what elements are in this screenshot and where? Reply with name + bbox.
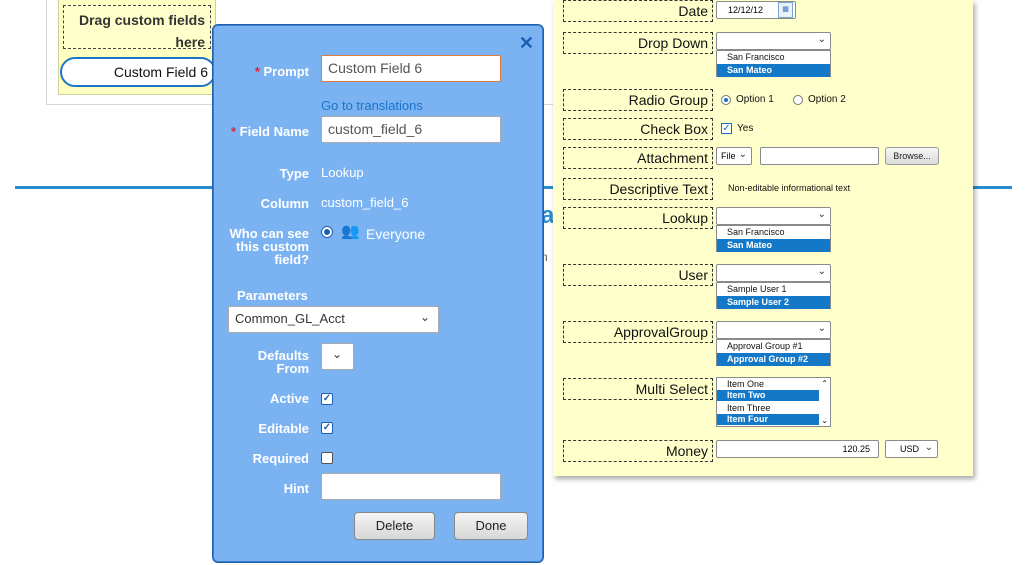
everyone-radio[interactable] [321, 226, 333, 238]
attachment-file-input[interactable] [760, 147, 879, 165]
drop-down-label: Drop Down [563, 32, 713, 54]
active-checkbox[interactable]: ✓ [321, 393, 333, 405]
radio-option-1[interactable] [721, 95, 731, 105]
list-item[interactable]: San Mateo [717, 239, 830, 252]
approval-group-label: ApprovalGroup [563, 321, 713, 343]
active-label: Active [270, 392, 309, 405]
list-item[interactable]: Sample User 1 [717, 283, 830, 296]
parameters-value: Common_GL_Acct [235, 311, 345, 326]
users-icon: 👥 [341, 222, 360, 240]
radio-dot [324, 229, 330, 235]
check-box-yes[interactable]: ✓ [721, 123, 732, 134]
date-input[interactable]: 12/12/12 ▦ [716, 1, 796, 19]
chevron-down-icon: ⌄ [818, 209, 826, 220]
money-label: Money [563, 440, 713, 462]
delete-button[interactable]: Delete [354, 512, 435, 540]
radio-option-2[interactable] [793, 95, 803, 105]
browse-button[interactable]: Browse... [885, 147, 939, 165]
check-box-yes-label: Yes [737, 123, 753, 134]
money-input[interactable]: 120.25 [716, 440, 879, 458]
multi-select-list[interactable]: Item One Item Two Item Three Item Four ⌃… [716, 377, 831, 427]
custom-field-chip[interactable]: Custom Field 6 [60, 57, 216, 87]
type-label: Type [280, 167, 309, 180]
translations-link[interactable]: Go to translations [321, 98, 423, 113]
list-item[interactable]: Item Two [717, 390, 819, 401]
field-name-label: * Field Name [231, 125, 309, 138]
calendar-icon[interactable]: ▦ [778, 2, 793, 18]
date-value: 12/12/12 [728, 5, 763, 15]
list-item[interactable]: San Francisco [717, 51, 830, 64]
scroll-up-icon[interactable]: ⌃ [821, 379, 828, 388]
list-item[interactable]: Approval Group #1 [717, 340, 830, 353]
hint-input[interactable] [321, 473, 501, 500]
field-name-label-text: Field Name [240, 124, 309, 139]
list-item[interactable]: Item Four [717, 414, 819, 425]
descriptive-text-label: Descriptive Text [563, 178, 713, 200]
date-label: Date [563, 0, 713, 22]
chevron-down-icon: ⌄ [818, 266, 826, 277]
editable-checkbox[interactable]: ✓ [321, 422, 333, 434]
list-item[interactable]: San Francisco [717, 226, 830, 239]
list-item[interactable]: Sample User 2 [717, 296, 830, 309]
hint-label: Hint [284, 482, 309, 495]
column-value: custom_field_6 [321, 195, 408, 210]
column-label: Column [261, 197, 309, 210]
multi-select-label: Multi Select [563, 378, 713, 400]
defaults-from-label: Defaults From [239, 349, 309, 375]
chevron-down-icon: ⌄ [739, 149, 747, 160]
required-label: Required [253, 452, 309, 465]
editable-label: Editable [258, 422, 309, 435]
chevron-down-icon: ⌄ [818, 323, 826, 334]
lookup-label: Lookup [563, 207, 713, 229]
prompt-label-text: Prompt [264, 64, 310, 79]
prompt-label: * Prompt [255, 65, 309, 78]
field-name-input[interactable]: custom_field_6 [321, 116, 501, 143]
drop-down-options[interactable]: San Francisco San Mateo [716, 50, 831, 77]
attachment-type-value: File [721, 151, 736, 161]
who-can-see-label: Who can see this custom field? [219, 227, 309, 266]
prompt-input[interactable]: Custom Field 6 [321, 55, 501, 82]
list-item[interactable]: Approval Group #2 [717, 353, 830, 366]
list-item[interactable]: San Mateo [717, 64, 830, 77]
user-select[interactable]: ⌄ [716, 264, 831, 282]
required-checkbox[interactable] [321, 452, 333, 464]
parameters-select[interactable]: Common_GL_Acct ⌄ [228, 306, 439, 333]
lookup-options[interactable]: San Francisco San Mateo [716, 225, 831, 252]
chevron-down-icon: ⌄ [925, 442, 933, 453]
required-marker: * [231, 124, 236, 139]
scroll-down-icon[interactable]: ⌄ [821, 416, 828, 425]
chevron-down-icon: ⌄ [420, 310, 430, 324]
chevron-down-icon: ⌄ [818, 34, 826, 45]
required-marker: * [255, 64, 260, 79]
radio-option-2-label: Option 2 [808, 94, 846, 105]
check-box-label: Check Box [563, 118, 713, 140]
close-icon[interactable]: ✕ [519, 33, 534, 54]
approval-group-options[interactable]: Approval Group #1 Approval Group #2 [716, 339, 831, 366]
everyone-label: Everyone [366, 226, 425, 242]
type-value: Lookup [321, 165, 364, 180]
done-button[interactable]: Done [454, 512, 528, 540]
user-label: User [563, 264, 713, 286]
drop-down-select[interactable]: ⌄ [716, 32, 831, 50]
form-preview: Date 12/12/12 ▦ Drop Down ⌄ San Francisc… [553, 0, 973, 476]
approval-group-select[interactable]: ⌄ [716, 321, 831, 339]
descriptive-text-value: Non-editable informational text [728, 183, 850, 193]
currency-select[interactable]: USD ⌄ [885, 440, 938, 458]
lookup-select[interactable]: ⌄ [716, 207, 831, 225]
user-options[interactable]: Sample User 1 Sample User 2 [716, 282, 831, 309]
attachment-type-select[interactable]: File ⌄ [716, 147, 752, 165]
custom-field-dialog: ✕ * Prompt Custom Field 6 Go to translat… [212, 24, 544, 563]
list-item[interactable]: Item One [717, 379, 819, 390]
radio-group-label: Radio Group [563, 89, 713, 111]
list-item[interactable]: Item Three [717, 403, 819, 414]
currency-value: USD [900, 444, 919, 454]
drag-custom-fields-hint[interactable]: Drag custom fields here [63, 5, 211, 49]
parameters-label: Parameters [237, 288, 308, 303]
money-value: 120.25 [842, 444, 870, 454]
attachment-label: Attachment [563, 147, 713, 169]
radio-option-1-label: Option 1 [736, 94, 774, 105]
defaults-from-select[interactable]: ⌄ [321, 343, 354, 370]
chevron-down-icon: ⌄ [332, 347, 342, 361]
